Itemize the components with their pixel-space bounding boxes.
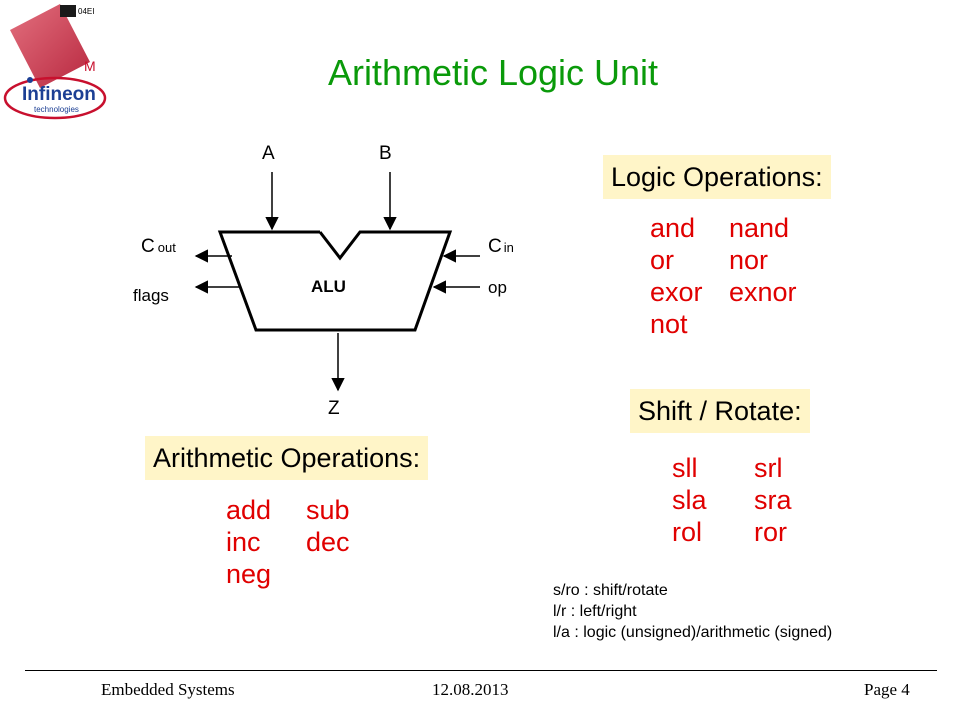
logic-op: not	[650, 309, 688, 339]
logo-m-letter: M	[84, 58, 96, 74]
alu-label: ALU	[311, 277, 346, 296]
c-out-sub: out	[157, 240, 176, 255]
logic-op: exnor	[729, 277, 797, 307]
arith-ops-col2: sub dec	[306, 494, 350, 558]
logic-op: or	[650, 245, 675, 275]
alu-body	[217, 230, 453, 332]
shift-op: srl	[754, 453, 783, 483]
arith-op: dec	[306, 527, 350, 557]
footer-page-number: Page 4	[864, 680, 910, 699]
input-a-label: A	[262, 143, 275, 164]
shift-op: sla	[672, 485, 707, 515]
note-line: l/r : left/right	[553, 603, 637, 620]
shift-op: sll	[672, 453, 698, 483]
logo-dark-box	[60, 5, 76, 17]
op-label: op	[488, 278, 507, 297]
footer-date: 12.08.2013	[432, 680, 509, 699]
logic-op: nor	[729, 245, 769, 275]
notes-block: s/ro : shift/rotate l/r : left/right l/a…	[553, 580, 832, 643]
flags-label: flags	[133, 286, 169, 305]
shift-op: ror	[754, 517, 787, 547]
arith-op: inc	[226, 527, 261, 557]
c-in-sub: in	[503, 240, 514, 255]
shift-op: sra	[754, 485, 792, 515]
arith-op: add	[226, 495, 272, 525]
arithmetic-operations-heading: Arithmetic Operations:	[145, 436, 429, 480]
logo-dot	[27, 77, 33, 83]
logo-tagline: technologies	[34, 105, 79, 114]
page-title: Arithmetic Logic Unit	[327, 52, 659, 93]
logic-ops-col2: nand nor exnor	[729, 212, 797, 308]
logic-ops-col1: and or exor not	[650, 212, 703, 340]
arith-ops-col1: add inc neg	[226, 494, 271, 590]
shift-op: rol	[672, 517, 703, 547]
shift-ops-col2: srl sra ror	[754, 452, 792, 548]
logic-op: exor	[650, 277, 703, 307]
shift-ops-col1: sll sla rol	[672, 452, 707, 548]
arith-op: neg	[226, 559, 272, 589]
logic-op: and	[650, 213, 696, 243]
infineon-logo: 04EI M Infineon technologies	[3, 4, 107, 120]
output-z-label: Z	[328, 398, 340, 419]
logic-operations-heading: Logic Operations:	[603, 155, 831, 199]
footer-divider	[25, 670, 937, 671]
logo-swoosh	[3, 76, 107, 120]
note-line: s/ro : shift/rotate	[553, 582, 668, 599]
shift-rotate-heading: Shift / Rotate:	[630, 389, 810, 433]
c-out-main: C	[141, 236, 155, 257]
logic-op: nand	[729, 213, 790, 243]
note-line: l/a : logic (unsigned)/arithmetic (signe…	[553, 624, 833, 641]
c-in-main: C	[488, 236, 502, 257]
footer-course: Embedded Systems	[101, 680, 235, 699]
input-b-label: B	[379, 143, 392, 164]
logo-company: Infineon	[22, 84, 96, 105]
arith-op: sub	[306, 495, 350, 525]
logo-red-square	[10, 4, 90, 88]
logo-top-mark: 04EI	[78, 7, 94, 16]
